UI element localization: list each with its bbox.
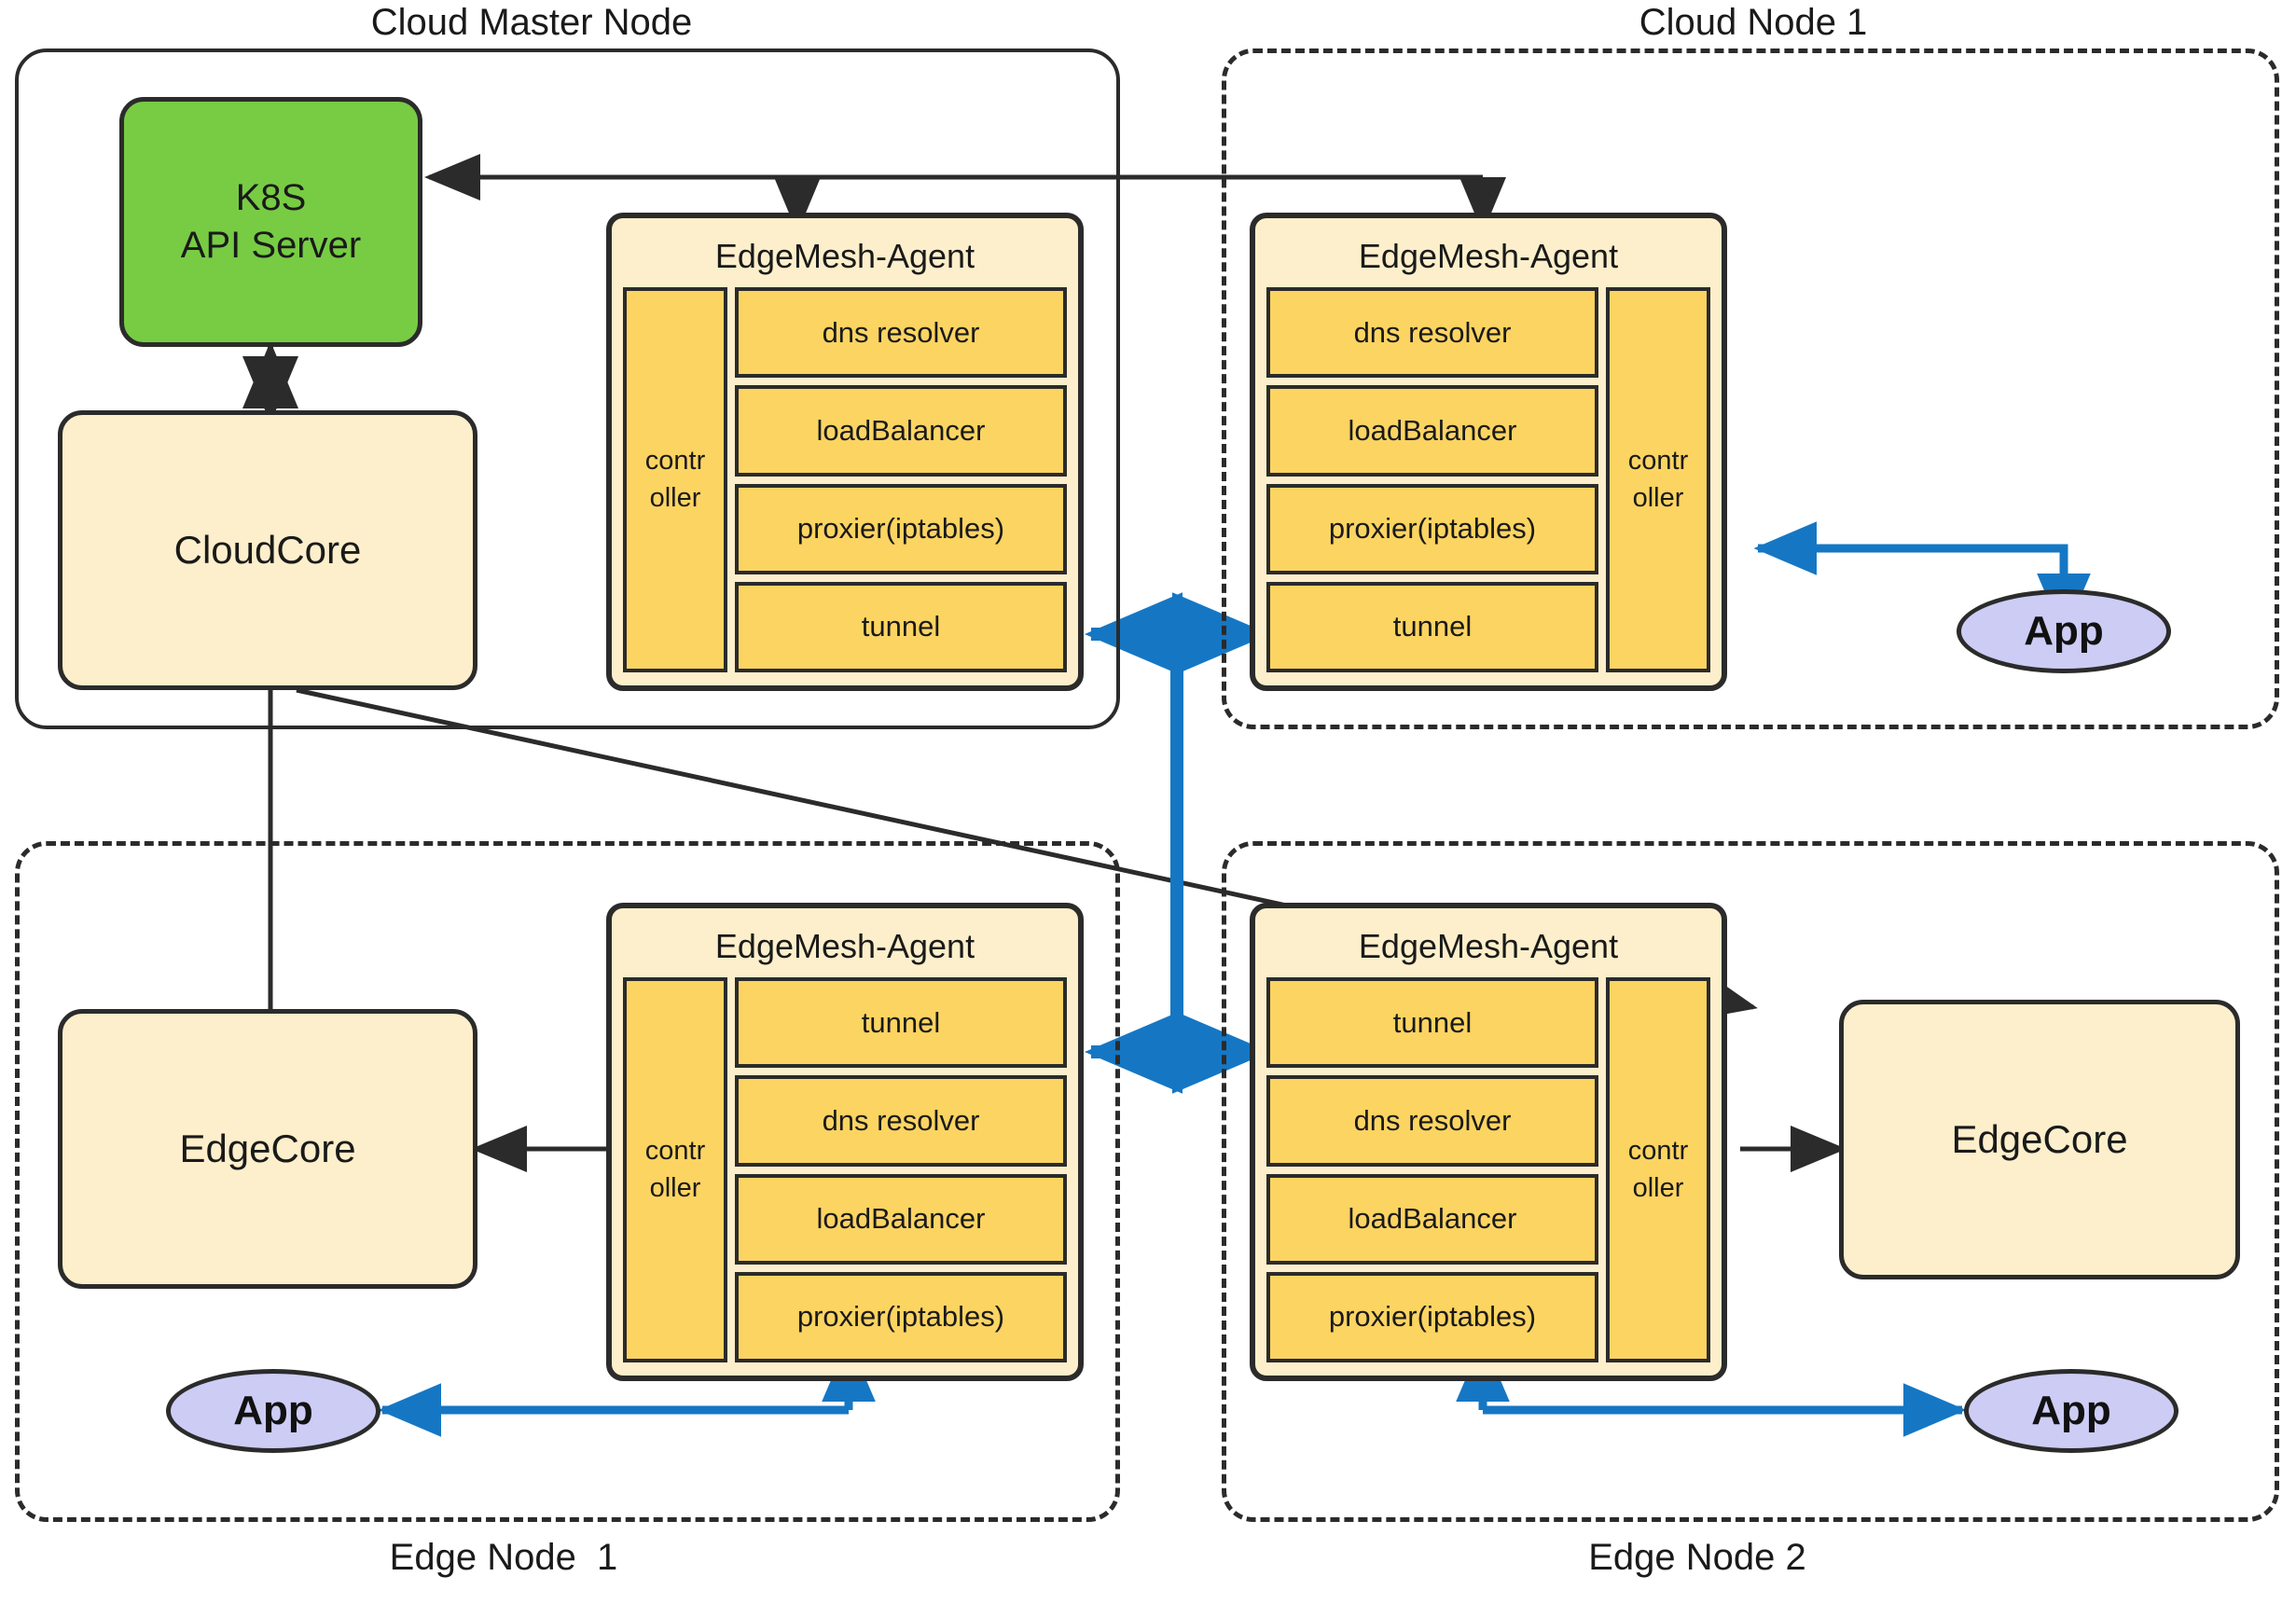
edgemesh-agent-cloud-master[interactable]: EdgeMesh-Agent contr oller dns resolver …: [606, 213, 1084, 691]
agent-module-loadbalancer[interactable]: loadBalancer: [1266, 1173, 1598, 1265]
agent-module-dns-resolver[interactable]: dns resolver: [735, 1075, 1067, 1167]
app-label: App: [2031, 1388, 2111, 1433]
edgemesh-agent-cloud-node-1[interactable]: EdgeMesh-Agent dns resolver loadBalancer…: [1250, 213, 1727, 691]
agent-title: EdgeMesh-Agent: [1358, 927, 1619, 965]
zone-title-cloud-master-node: Cloud Master Node: [370, 2, 693, 43]
k8s-api-server-line2: API Server: [180, 225, 362, 266]
agent-module-loadbalancer[interactable]: loadBalancer: [735, 1173, 1067, 1265]
agent-module-dns-resolver[interactable]: dns resolver: [1266, 1075, 1598, 1167]
app-label: App: [2024, 608, 2104, 654]
agent-title: EdgeMesh-Agent: [1358, 237, 1619, 275]
controller-line1: contr: [644, 446, 706, 477]
agent-module-proxier[interactable]: proxier(iptables): [1266, 483, 1598, 574]
controller-line2: oller: [1632, 482, 1684, 513]
agent-controller[interactable]: contr oller: [623, 287, 727, 672]
agent-module-proxier[interactable]: proxier(iptables): [735, 483, 1067, 574]
app-edge-node-2[interactable]: App: [1964, 1369, 2178, 1453]
k8s-api-server-box[interactable]: K8S API Server: [119, 97, 422, 347]
agent-controller[interactable]: contr oller: [623, 977, 727, 1362]
edgecore-label: EdgeCore: [1951, 1117, 2128, 1161]
edgecore-box-edge-node-2[interactable]: EdgeCore: [1839, 1000, 2240, 1279]
cloudcore-label: CloudCore: [173, 528, 362, 572]
k8s-api-server-line1: K8S: [235, 176, 307, 218]
agent-module-tunnel[interactable]: tunnel: [735, 977, 1067, 1069]
agent-title: EdgeMesh-Agent: [714, 927, 975, 965]
agent-controller[interactable]: contr oller: [1606, 287, 1710, 672]
controller-line2: oller: [1632, 1172, 1684, 1203]
zone-cloud-master-node: [15, 48, 1120, 729]
zone-cloud-node-1: [1222, 48, 2279, 729]
agent-module-loadbalancer[interactable]: loadBalancer: [1266, 385, 1598, 477]
agent-module-dns-resolver[interactable]: dns resolver: [1266, 287, 1598, 379]
controller-line1: contr: [1627, 446, 1689, 477]
controller-line2: oller: [649, 482, 701, 513]
controller-line1: contr: [1627, 1136, 1689, 1167]
controller-line2: oller: [649, 1172, 701, 1203]
zone-title-cloud-node-1: Cloud Node 1: [1639, 2, 1868, 43]
agent-module-loadbalancer[interactable]: loadBalancer: [735, 385, 1067, 477]
agent-controller[interactable]: contr oller: [1606, 977, 1710, 1362]
edgecore-label: EdgeCore: [179, 1127, 356, 1170]
app-label: App: [233, 1388, 313, 1433]
zone-edge-node-2: [1222, 841, 2279, 1522]
agent-module-tunnel[interactable]: tunnel: [1266, 977, 1598, 1069]
agent-module-proxier[interactable]: proxier(iptables): [1266, 1271, 1598, 1362]
edgemesh-agent-edge-node-1[interactable]: EdgeMesh-Agent contr oller tunnel dns re…: [606, 903, 1084, 1381]
agent-module-tunnel[interactable]: tunnel: [735, 581, 1067, 672]
agent-module-dns-resolver[interactable]: dns resolver: [735, 287, 1067, 379]
zone-edge-node-1: [15, 841, 1120, 1522]
zone-title-edge-node-1: Edge Node 1: [389, 1537, 618, 1578]
agent-module-proxier[interactable]: proxier(iptables): [735, 1271, 1067, 1362]
cloudcore-box[interactable]: CloudCore: [58, 410, 477, 690]
edgemesh-agent-edge-node-2[interactable]: EdgeMesh-Agent tunnel dns resolver loadB…: [1250, 903, 1727, 1381]
edgecore-box-edge-node-1[interactable]: EdgeCore: [58, 1009, 477, 1289]
agent-title: EdgeMesh-Agent: [714, 237, 975, 275]
app-cloud-node-1[interactable]: App: [1957, 589, 2171, 673]
agent-module-tunnel[interactable]: tunnel: [1266, 581, 1598, 672]
controller-line1: contr: [644, 1136, 706, 1167]
app-edge-node-1[interactable]: App: [166, 1369, 380, 1453]
zone-title-edge-node-2: Edge Node 2: [1588, 1537, 1806, 1578]
